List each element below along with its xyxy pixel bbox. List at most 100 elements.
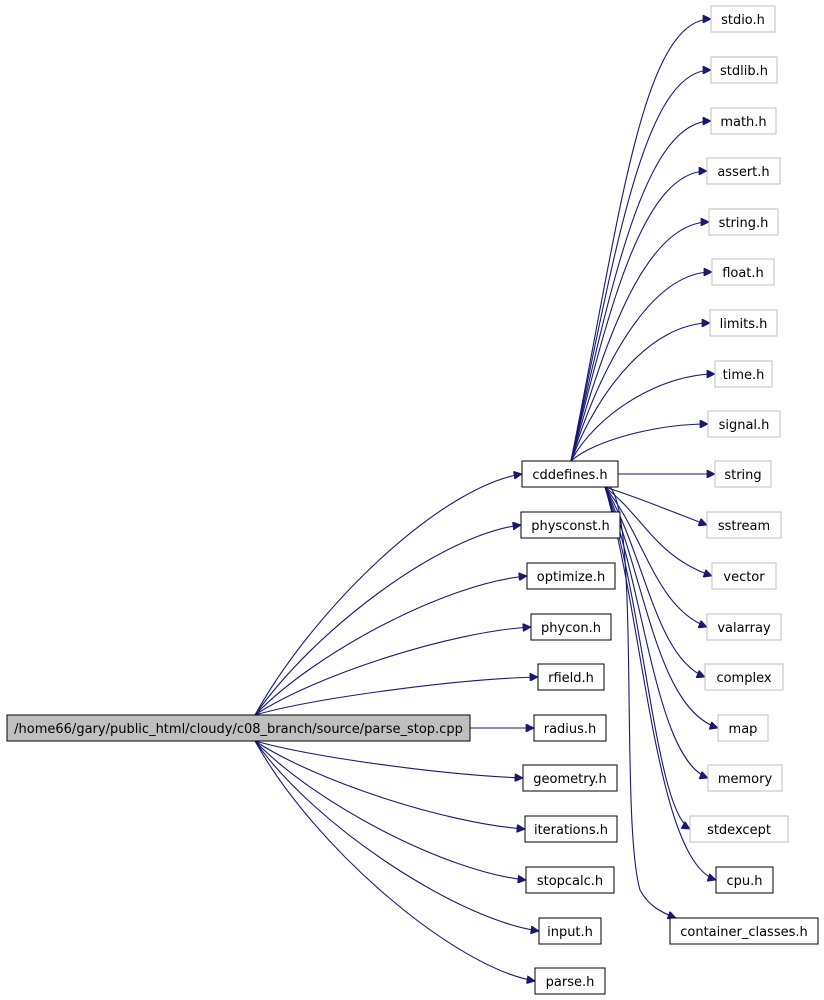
cddefines-include-valarray-label: valarray xyxy=(717,621,771,636)
edge-root-to-parse-h xyxy=(254,740,535,981)
include-node-geometry-h-box xyxy=(522,764,618,792)
cddefines-include-stdlib-h-label: stdlib.h xyxy=(720,64,768,79)
cddefines-include-time-h-label: time.h xyxy=(723,368,765,383)
edge-cddefines-to-math-h xyxy=(570,121,711,462)
include-node-rfield-h-label: rfield.h xyxy=(548,671,594,686)
include-node-rfield-h[interactable]: rfield.h xyxy=(537,663,605,691)
cddefines-include-map-box xyxy=(717,714,769,742)
cddefines-include-assert-h-label: assert.h xyxy=(717,165,769,180)
cddefines-include-map[interactable]: map xyxy=(717,714,769,742)
cddefines-include-cpu-h-label: cpu.h xyxy=(726,874,762,889)
cddefines-include-string-box xyxy=(714,460,772,488)
edge-root-to-stopcalc-h xyxy=(254,740,526,880)
cddefines-include-cpu-h-box xyxy=(715,866,774,894)
cddefines-include-stdexcept[interactable]: stdexcept xyxy=(689,815,789,843)
edge-cddefines-to-string-h xyxy=(570,222,709,462)
cddefines-include-stdio-h-label: stdio.h xyxy=(721,13,765,28)
cddefines-include-container-classes-h-box xyxy=(669,917,819,945)
include-node-rfield-h-box xyxy=(537,663,605,691)
include-node-phycon-h-label: phycon.h xyxy=(541,621,601,636)
include-node-radius-h-label: radius.h xyxy=(544,722,597,737)
cddefines-include-valarray-box xyxy=(706,613,782,641)
cddefines-include-memory-box xyxy=(707,764,783,792)
cddefines-include-assert-h-box xyxy=(706,157,781,185)
cddefines-include-stdio-h-box xyxy=(710,5,776,33)
include-node-optimize-h-box xyxy=(526,562,616,590)
cddefines-include-memory-label: memory xyxy=(718,772,773,787)
edge-root-to-rfield-h xyxy=(254,677,538,716)
cddefines-include-valarray[interactable]: valarray xyxy=(706,613,782,641)
edge-root-to-phycon-h xyxy=(254,627,531,716)
cddefines-include-math-h[interactable]: math.h xyxy=(710,107,777,135)
cddefines-include-signal-h-box xyxy=(707,410,781,438)
edge-root-to-input-h xyxy=(254,740,539,931)
cddefines-include-limits-h-label: limits.h xyxy=(720,317,768,332)
edge-cddefines-to-container-classes-h xyxy=(609,486,676,918)
cddefines-include-string-h-box xyxy=(708,208,779,236)
cddefines-include-signal-h[interactable]: signal.h xyxy=(707,410,781,438)
edge-root-to-optimize-h xyxy=(254,576,527,716)
include-node-stopcalc-h-label: stopcalc.h xyxy=(537,874,603,889)
include-node-parse-h-label: parse.h xyxy=(546,975,595,990)
cddefines-include-stdexcept-box xyxy=(689,815,789,843)
cddefines-include-assert-h[interactable]: assert.h xyxy=(706,157,781,185)
edge-cddefines-to-stdlib-h xyxy=(570,70,711,462)
edges-layer xyxy=(254,19,718,981)
edge-cddefines-to-limits-h xyxy=(570,323,710,462)
cddefines-include-sstream[interactable]: sstream xyxy=(706,511,782,539)
edge-root-to-geometry-h xyxy=(254,740,523,778)
edge-cddefines-to-cpu-h xyxy=(604,486,716,880)
include-node-input-h[interactable]: input.h xyxy=(538,917,602,945)
root-file-node[interactable]: /home66/gary/public_html/cloudy/c08_bran… xyxy=(6,714,471,742)
nodes-layer: /home66/gary/public_html/cloudy/c08_bran… xyxy=(6,5,819,995)
cddefines-include-stdexcept-label: stdexcept xyxy=(707,823,771,838)
cddefines-include-stdlib-h-box xyxy=(710,56,778,84)
edge-cddefines-to-assert-h xyxy=(570,171,707,462)
cddefines-include-complex-label: complex xyxy=(716,671,771,686)
cddefines-include-string-h[interactable]: string.h xyxy=(708,208,779,236)
include-node-cddefines-h-label: cddefines.h xyxy=(532,468,607,483)
include-node-optimize-h[interactable]: optimize.h xyxy=(526,562,616,590)
include-node-iterations-h[interactable]: iterations.h xyxy=(524,815,618,843)
include-node-phycon-h[interactable]: phycon.h xyxy=(530,613,612,641)
cddefines-include-stdio-h[interactable]: stdio.h xyxy=(710,5,776,33)
edge-root-to-cddefines-h xyxy=(254,474,522,716)
cddefines-include-string[interactable]: string xyxy=(714,460,772,488)
include-node-geometry-h[interactable]: geometry.h xyxy=(522,764,618,792)
include-node-iterations-h-box xyxy=(524,815,618,843)
include-node-optimize-h-label: optimize.h xyxy=(537,570,605,585)
cddefines-include-time-h-box xyxy=(714,360,773,388)
include-node-radius-h-box xyxy=(533,714,607,742)
cddefines-include-memory[interactable]: memory xyxy=(707,764,783,792)
edge-cddefines-to-stdio-h xyxy=(570,19,711,462)
cddefines-include-limits-h[interactable]: limits.h xyxy=(709,309,778,337)
cddefines-include-float-h[interactable]: float.h xyxy=(711,258,775,286)
include-node-physconst-h[interactable]: physconst.h xyxy=(520,511,621,539)
cddefines-include-vector-box xyxy=(711,562,777,590)
include-node-input-h-box xyxy=(538,917,602,945)
include-node-parse-h[interactable]: parse.h xyxy=(534,967,606,995)
cddefines-include-cpu-h[interactable]: cpu.h xyxy=(715,866,774,894)
cddefines-include-map-label: map xyxy=(729,722,758,737)
cddefines-include-signal-h-label: signal.h xyxy=(719,418,770,433)
cddefines-include-stdlib-h[interactable]: stdlib.h xyxy=(710,56,778,84)
edge-cddefines-to-valarray xyxy=(604,486,707,627)
cddefines-include-container-classes-h[interactable]: container_classes.h xyxy=(669,917,819,945)
edge-cddefines-to-signal-h xyxy=(570,424,708,462)
cddefines-include-complex[interactable]: complex xyxy=(704,663,784,691)
cddefines-include-time-h[interactable]: time.h xyxy=(714,360,773,388)
cddefines-include-sstream-label: sstream xyxy=(718,519,770,534)
cddefines-include-vector[interactable]: vector xyxy=(711,562,777,590)
include-node-geometry-h-label: geometry.h xyxy=(533,772,607,787)
cddefines-include-string-label: string xyxy=(724,468,761,483)
edge-root-to-iterations-h xyxy=(254,740,525,829)
include-node-input-h-label: input.h xyxy=(547,925,593,940)
include-node-cddefines-h[interactable]: cddefines.h xyxy=(521,460,619,488)
root-file-node-box xyxy=(6,714,471,742)
include-node-physconst-h-label: physconst.h xyxy=(531,519,610,534)
cddefines-include-float-h-box xyxy=(711,258,775,286)
cddefines-include-sstream-box xyxy=(706,511,782,539)
include-node-physconst-h-box xyxy=(520,511,621,539)
include-node-stopcalc-h[interactable]: stopcalc.h xyxy=(525,866,615,894)
include-node-radius-h[interactable]: radius.h xyxy=(533,714,607,742)
